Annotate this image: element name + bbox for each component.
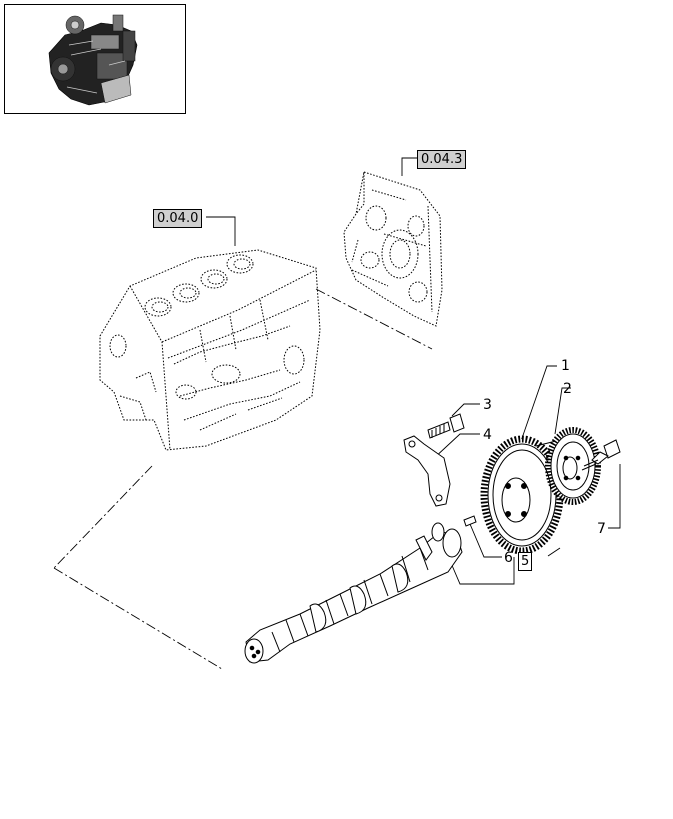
callout-labels: 1 2 3 4 6 7 xyxy=(483,358,606,566)
callout-1: 1 xyxy=(561,358,570,374)
callout-3: 3 xyxy=(483,397,492,413)
leader-1 xyxy=(519,365,557,445)
leader-group xyxy=(447,555,515,585)
assembly-guide-lines xyxy=(53,288,433,670)
leader-2 xyxy=(554,387,571,435)
idler-gear-2 xyxy=(545,427,601,505)
engine-thumbnail-image xyxy=(48,14,138,106)
leader-lines xyxy=(206,157,621,585)
cylinder-block xyxy=(99,249,321,451)
leader-cover xyxy=(401,157,419,176)
leader-6 xyxy=(469,523,502,558)
engine-thumbnail-frame[interactable] xyxy=(4,4,186,114)
leader-3 xyxy=(451,403,480,417)
leader-4 xyxy=(431,433,480,461)
pin-6 xyxy=(463,515,477,527)
ref-cylinder-block[interactable]: 0.04.0 xyxy=(153,209,203,228)
camshaft-gear-1 xyxy=(480,435,564,557)
bolt-3 xyxy=(427,413,465,439)
timing-cover xyxy=(343,171,443,327)
leader-7 xyxy=(608,464,621,529)
callout-4: 4 xyxy=(483,427,492,443)
thrust-plate-4 xyxy=(403,435,451,507)
gear-bolt-7 xyxy=(581,439,621,471)
callout-6: 6 xyxy=(504,550,513,566)
callout-2: 2 xyxy=(563,381,572,397)
ref-timing-cover[interactable]: 0.04.3 xyxy=(417,150,467,169)
ref-group[interactable]: 5 xyxy=(518,552,533,571)
callout-7: 7 xyxy=(597,521,606,537)
camshaft xyxy=(244,522,463,664)
